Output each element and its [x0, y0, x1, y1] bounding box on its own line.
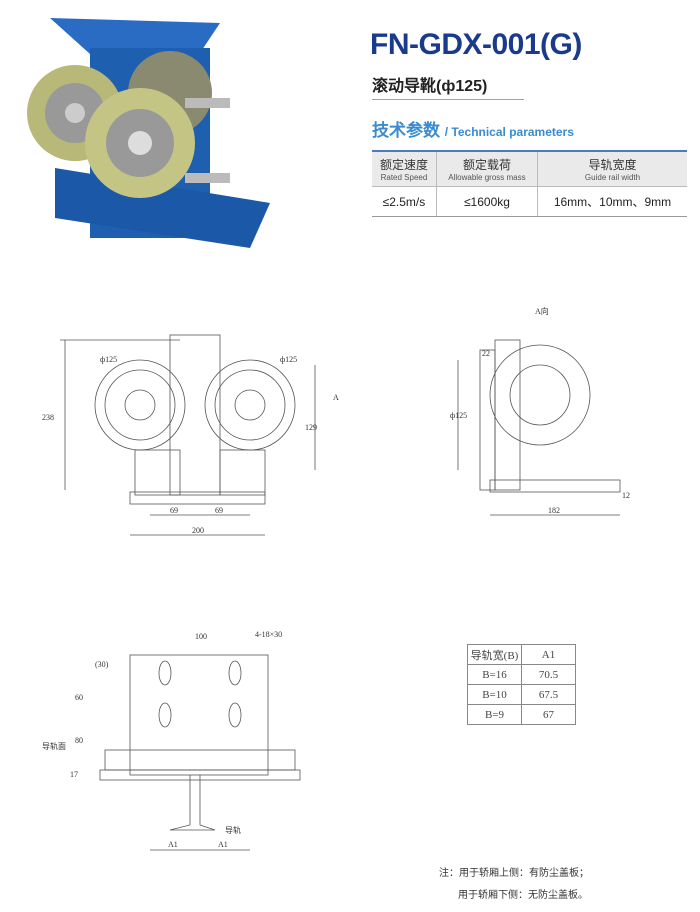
- front-view-drawing: 238 ф125 ф125 129 A 69 69 200: [42, 334, 339, 536]
- svg-text:A: A: [333, 393, 339, 402]
- svg-text:80: 80: [75, 736, 83, 745]
- section-en: / Technical parameters: [444, 125, 574, 139]
- svg-text:60: 60: [75, 693, 83, 702]
- product-subtitle: 滚动导靴(ф125): [372, 78, 488, 95]
- svg-text:129: 129: [305, 423, 317, 432]
- svg-text:A1: A1: [168, 840, 178, 849]
- note-2: 用于轿厢下侧：无防尘盖板。: [458, 890, 588, 901]
- svg-text:ф125: ф125: [100, 355, 117, 364]
- svg-text:238: 238: [42, 413, 54, 422]
- svg-text:(30): (30): [95, 660, 109, 669]
- svg-text:导轨: 导轨: [225, 825, 241, 835]
- top-view-drawing: 100 4-18×30 (30) 60 80 导轨面 17 导轨 A1 A1: [42, 630, 301, 851]
- svg-text:A1: A1: [218, 840, 228, 849]
- svg-text:69: 69: [170, 506, 178, 515]
- divider: [372, 99, 524, 100]
- side-view-drawing: A向 22 ф125 182 12: [450, 306, 630, 516]
- svg-text:4-18×30: 4-18×30: [255, 630, 282, 639]
- svg-text:182: 182: [548, 506, 560, 515]
- svg-text:ф125: ф125: [280, 355, 297, 364]
- product-title: FN-GDX-001(G): [370, 28, 582, 61]
- svg-text:69: 69: [215, 506, 223, 515]
- svg-text:ф125: ф125: [450, 411, 467, 420]
- product-photo: [27, 18, 270, 248]
- section-heading: 技术参数 / Technical parameters: [372, 116, 574, 141]
- note-1: 注：用于轿厢上侧：有防尘盖板；: [439, 868, 589, 879]
- section-cn: 技术参数: [372, 121, 440, 140]
- svg-text:导轨面: 导轨面: [42, 741, 66, 751]
- svg-text:22: 22: [482, 349, 490, 358]
- svg-text:A向: A向: [535, 306, 549, 316]
- svg-text:100: 100: [195, 632, 207, 641]
- svg-text:12: 12: [622, 491, 630, 500]
- svg-text:17: 17: [70, 770, 78, 779]
- svg-text:200: 200: [192, 526, 204, 535]
